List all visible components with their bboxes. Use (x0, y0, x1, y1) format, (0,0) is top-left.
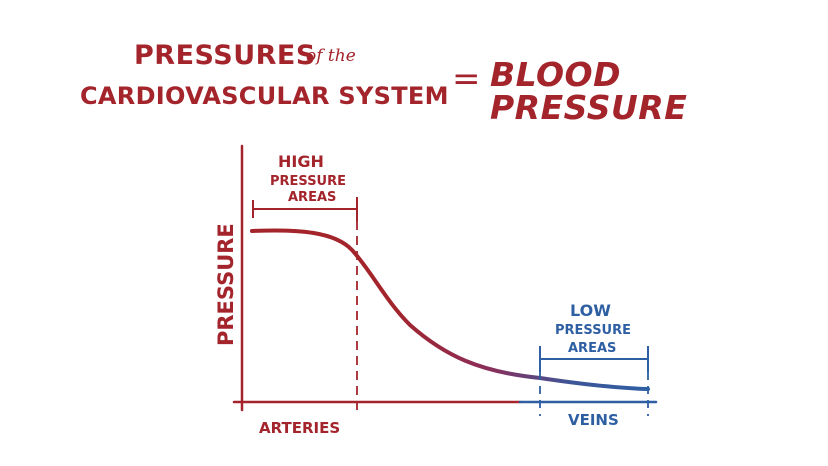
low-label-line3: AREAS (568, 341, 616, 356)
x-label-veins: VEINS (568, 411, 619, 429)
high-label-line3: AREAS (288, 190, 336, 205)
low-pressure-bracket (539, 346, 649, 372)
low-label-line1: LOW (570, 301, 611, 320)
title-pressures: PRESSURES (134, 40, 316, 71)
high-pressure-bracket (252, 197, 358, 221)
high-label-line2: PRESSURE (270, 174, 346, 189)
y-axis-label: PRESSURE (214, 223, 238, 346)
title-equals-sign: = (452, 59, 481, 99)
title-cardiovascular-system: CARDIOVASCULAR SYSTEM (80, 82, 449, 110)
low-label-line2: PRESSURE (555, 323, 631, 338)
title-of-the: of the (306, 46, 356, 66)
title-blood-pressure: BLOOD PRESSURE (490, 55, 688, 127)
pressure-curve (250, 228, 650, 391)
x-label-arteries: ARTERIES (259, 419, 340, 437)
high-label-line1: HIGH (278, 152, 324, 171)
